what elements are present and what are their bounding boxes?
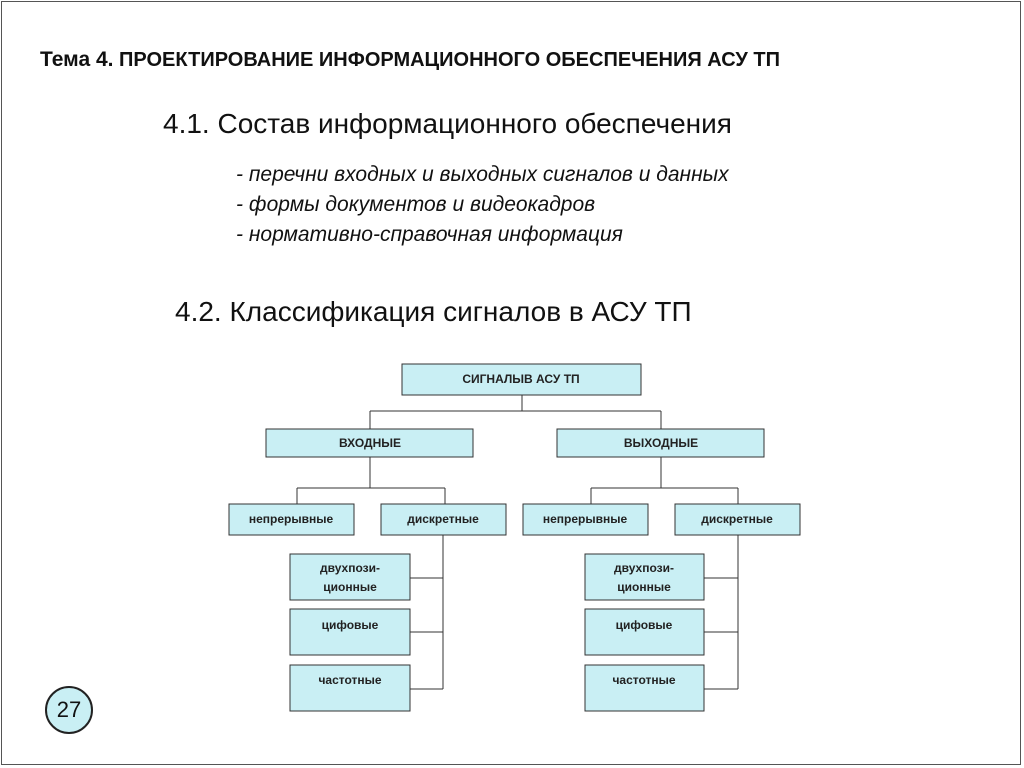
node-output-two-position-label-1: двухпози- (614, 561, 674, 575)
node-root: СИГНАЛЫВ АСУ ТП (401, 363, 642, 396)
node-input-two-position: двухпози- ционные (289, 553, 411, 601)
title-text: ПРОЕКТИРОВАНИЕ ИНФОРМАЦИОННОГО ОБЕСПЕЧЕН… (119, 49, 781, 71)
slide-title: Тема 4. ПРОЕКТИРОВАНИЕ ИНФОРМАЦИОННОГО О… (40, 48, 1000, 72)
node-input-digital: цифовые (289, 608, 411, 656)
node-input-label: ВХОДНЫЕ (339, 436, 401, 450)
title-prefix: Тема 4. (40, 48, 114, 71)
node-output-two-position: двухпози- ционные (584, 553, 705, 601)
node-output-frequency: частотные (584, 664, 705, 712)
node-output-continuous: непрерывные (522, 503, 649, 536)
node-input-discrete: дискретные (380, 503, 507, 536)
section1-list: - перечни входных и выходных сигналов и … (236, 160, 729, 250)
node-output-digital: цифовые (584, 608, 705, 656)
node-root-label: СИГНАЛЫВ АСУ ТП (462, 372, 579, 386)
list-item: - перечни входных и выходных сигналов и … (236, 163, 729, 186)
node-input-discrete-label: дискретные (407, 512, 479, 526)
page-number-badge: 27 (45, 686, 93, 734)
page-number: 27 (56, 697, 82, 722)
node-output-label: ВЫХОДНЫЕ (624, 436, 698, 450)
diagram-connectors (296, 395, 739, 690)
node-input-two-position-label-2: ционные (323, 580, 377, 594)
node-output-digital-label: цифовые (616, 618, 673, 632)
node-input-two-position-label-1: двухпози- (320, 561, 380, 575)
node-output-two-position-label-2: ционные (617, 580, 671, 594)
node-input-frequency: частотные (289, 664, 411, 712)
node-input-digital-label: цифовые (322, 618, 379, 632)
node-output-frequency-label: частотные (612, 673, 675, 687)
node-output-discrete-label: дискретные (701, 512, 773, 526)
section2-heading: 4.2. Классификация сигналов в АСУ ТП (175, 296, 692, 327)
node-output: ВЫХОДНЫЕ (556, 428, 765, 458)
node-output-discrete: дискретные (674, 503, 801, 536)
node-output-continuous-label: непрерывные (543, 512, 628, 526)
node-input-frequency-label: частотные (318, 673, 381, 687)
node-input-continuous: непрерывные (228, 503, 355, 536)
section1-heading: 4.1. Состав информационного обеспечения (163, 108, 732, 139)
list-item: - нормативно-справочная информация (236, 223, 623, 246)
node-input: ВХОДНЫЕ (265, 428, 474, 458)
node-input-continuous-label: непрерывные (249, 512, 334, 526)
list-item: - формы документов и видеокадров (236, 193, 596, 216)
